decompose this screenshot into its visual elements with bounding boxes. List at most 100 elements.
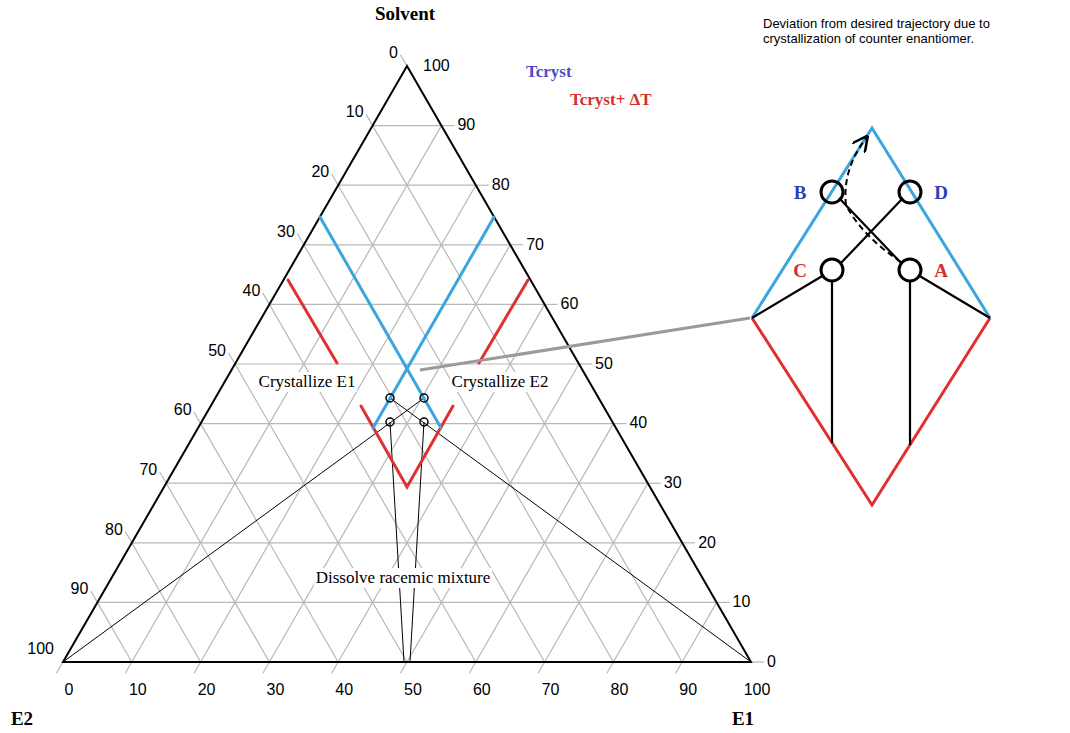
grid-line	[648, 483, 661, 484]
grid-line	[263, 293, 269, 304]
grid-line	[194, 662, 200, 673]
solubility-line	[320, 217, 441, 428]
axis-tick: 70	[139, 461, 157, 479]
state-points	[386, 394, 428, 426]
point-label: B	[794, 182, 807, 204]
inset-line	[909, 281, 911, 445]
inset-lines	[752, 198, 990, 445]
grid-line	[269, 245, 510, 662]
point-label: C	[793, 260, 807, 282]
isotherm-label: Tcryst+ ΔT	[570, 90, 652, 110]
grid-line	[263, 662, 269, 673]
grid-line	[338, 185, 476, 186]
grid-line	[201, 423, 614, 424]
grid-line	[297, 234, 303, 245]
axis-tick: 60	[473, 681, 491, 699]
axis-tick: 20	[311, 163, 329, 181]
grid-line	[545, 304, 558, 305]
axis-tick: 90	[679, 681, 697, 699]
axis-tick: 10	[733, 593, 751, 611]
grid-line	[125, 662, 131, 673]
solubility-line	[288, 280, 337, 363]
grid-line	[751, 661, 764, 662]
grid-line	[401, 662, 407, 673]
inset-line	[752, 275, 824, 318]
grid-line	[332, 174, 338, 185]
axis-tick: 40	[629, 414, 647, 432]
grid-line	[366, 114, 372, 125]
inset-blue-edge	[752, 128, 990, 318]
solubility-line	[361, 406, 453, 487]
grid-line	[676, 662, 682, 673]
inset-point	[821, 259, 843, 281]
isotherm-label: Tcryst	[526, 62, 572, 82]
grid-line	[476, 424, 614, 662]
grid-line	[269, 304, 475, 662]
axis-tick: 80	[611, 681, 629, 699]
inset-point	[899, 259, 921, 281]
region-label: Crystallize E1	[257, 372, 358, 392]
grid-line	[717, 602, 730, 603]
inset-point	[821, 181, 843, 203]
axis-tick: 40	[335, 681, 353, 699]
grid-line	[235, 364, 407, 662]
solubility-line	[479, 280, 528, 363]
grid-line	[201, 424, 339, 662]
grid-line	[682, 602, 716, 662]
vertex-label: Solvent	[375, 3, 435, 25]
grid-line	[607, 662, 613, 673]
inset-point	[899, 181, 921, 203]
solubility-line	[373, 217, 494, 428]
axis-tick: 70	[542, 681, 560, 699]
inset-line	[840, 198, 903, 264]
axis-tick: 10	[346, 103, 364, 121]
axis-tick: 100	[423, 57, 450, 75]
grid-line	[476, 185, 489, 186]
solubility-line-low	[320, 217, 494, 428]
inset-line	[918, 275, 990, 318]
state-point	[386, 418, 394, 426]
vertex-label: E2	[11, 708, 33, 730]
inset-red-edge	[752, 318, 990, 505]
grid-line	[682, 542, 695, 543]
grid-line	[229, 353, 235, 364]
axis-tick: 100	[27, 640, 54, 658]
axis-tick: 0	[767, 653, 776, 671]
grid-line	[57, 662, 63, 673]
grid-line	[538, 662, 544, 673]
deviation-path	[846, 205, 901, 262]
grid-line	[510, 244, 523, 245]
grid-line	[125, 532, 131, 543]
vertex-label: E1	[732, 708, 754, 730]
zoom-leader	[420, 318, 750, 370]
grid-line	[407, 364, 579, 662]
inset-line	[839, 198, 902, 264]
axis-tick: 70	[526, 236, 544, 254]
grid-line	[338, 304, 544, 662]
region-label: Crystallize E2	[450, 372, 551, 392]
grid-line	[166, 483, 269, 662]
tie-line	[390, 398, 751, 662]
grid-line	[91, 591, 97, 602]
grid-line	[401, 55, 407, 66]
state-point	[386, 394, 394, 402]
grid-line	[469, 662, 475, 673]
grid-lines	[57, 55, 764, 674]
grid-line	[97, 602, 131, 662]
axis-tick: 60	[561, 295, 579, 313]
grid-line	[132, 543, 201, 662]
axis-tick: 100	[744, 681, 771, 699]
axis-tick: 30	[664, 474, 682, 492]
grid-line	[166, 483, 648, 484]
axis-tick: 30	[277, 223, 295, 241]
grid-line	[545, 483, 648, 662]
grid-line	[269, 304, 544, 305]
ternary-triangle	[63, 66, 751, 662]
deviation-arrow	[845, 138, 866, 205]
point-label: A	[934, 260, 948, 282]
grid-line	[613, 423, 626, 424]
axis-tick: 90	[71, 580, 89, 598]
axis-tick: 20	[698, 534, 716, 552]
